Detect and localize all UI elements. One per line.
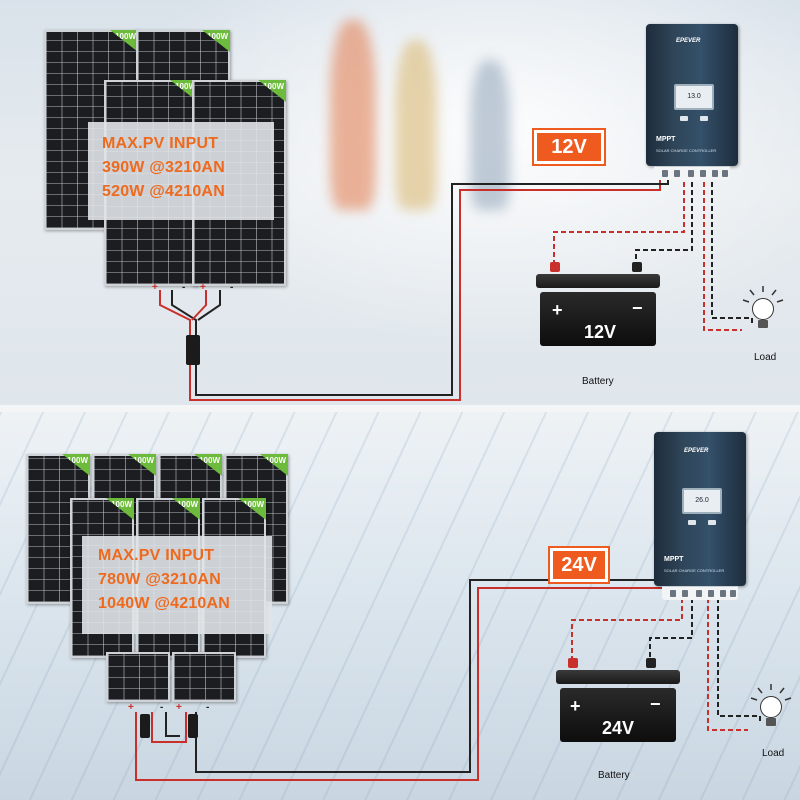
- pv-plus-label: +: [128, 702, 134, 713]
- battery-voltage-label: 12V: [583, 322, 617, 342]
- pv-minus-label: -: [230, 282, 234, 293]
- info-line: 390W @3210AN: [102, 159, 225, 176]
- info-line: 780W @3210AN: [98, 571, 221, 588]
- controller-button: [700, 116, 708, 121]
- controller-model: MPPT: [656, 136, 676, 143]
- battery-positive-terminal: [550, 262, 560, 272]
- light-rays-icon: [742, 286, 784, 303]
- mppt-charge-controller: EPEVER 13.0 MPPT SOLAR CHARGE CONTROLLER: [646, 24, 738, 180]
- controller-model: MPPT: [664, 556, 684, 563]
- battery-plus-symbol: +: [570, 696, 581, 716]
- pv-plus-label: +: [176, 702, 182, 713]
- battery-caption: Battery: [598, 770, 630, 781]
- pv-minus-label: -: [160, 702, 164, 713]
- battery-positive-terminal: [568, 658, 578, 668]
- pv-minus-label: -: [206, 702, 210, 713]
- lightbulb-icon: [752, 298, 774, 320]
- background-worker: [395, 40, 437, 210]
- system-voltage-badge: 24V: [548, 546, 610, 584]
- mppt-charge-controller: EPEVER 26.0 MPPT SOLAR CHARGE CONTROLLER: [654, 432, 746, 602]
- solar-panel: [172, 652, 236, 702]
- info-line: 1040W @4210AN: [98, 595, 231, 612]
- battery-24v: + − 24V: [556, 658, 680, 768]
- battery-voltage-label: 24V: [601, 718, 635, 738]
- controller-terminals: [654, 166, 730, 180]
- load-caption: Load: [754, 352, 777, 363]
- system-voltage-label: 12V: [537, 133, 601, 161]
- system-voltage-label: 24V: [553, 551, 605, 579]
- controller-subtitle: SOLAR CHARGE CONTROLLER: [656, 148, 717, 153]
- battery-12v: + − 12V: [536, 262, 660, 372]
- controller-brand: EPEVER: [676, 38, 701, 44]
- pv-minus-label: -: [182, 282, 186, 293]
- wiring-12v: [159, 172, 753, 401]
- lightbulb-icon: [760, 696, 782, 718]
- controller-button: [708, 520, 716, 525]
- controller-button: [688, 520, 696, 525]
- controller-button: [680, 116, 688, 121]
- solar-panel: [106, 652, 170, 702]
- info-title: MAX.PV INPUT: [102, 135, 219, 152]
- section-divider: [0, 405, 800, 412]
- pv-plus-label: +: [200, 282, 206, 293]
- max-pv-input-box: MAX.PV INPUT 390W @3210AN 520W @4210AN: [88, 122, 274, 220]
- pv-plus-label: +: [152, 282, 158, 293]
- system-voltage-badge: 12V: [532, 128, 606, 166]
- battery-negative-terminal: [646, 658, 656, 668]
- max-pv-input-box: MAX.PV INPUT 780W @3210AN 1040W @4210AN: [82, 536, 272, 634]
- battery-negative-terminal: [632, 262, 642, 272]
- info-title: MAX.PV INPUT: [98, 547, 215, 564]
- battery-minus-symbol: −: [650, 694, 661, 714]
- controller-terminals: [662, 586, 738, 600]
- lightbulb-base: [758, 320, 768, 328]
- battery-minus-symbol: −: [632, 298, 643, 318]
- system-24v-section: 100W 100W 100W 100W 100W 100W 100W MAX.P…: [0, 412, 800, 800]
- controller-subtitle: SOLAR CHARGE CONTROLLER: [664, 568, 725, 573]
- info-line: 520W @4210AN: [102, 183, 225, 200]
- controller-lcd: 13.0: [674, 84, 714, 110]
- controller-brand: EPEVER: [684, 448, 709, 454]
- load-caption: Load: [762, 748, 785, 759]
- system-12v-section: 100W 100W 100W 100W MAX.PV INPUT 390W @3…: [0, 0, 800, 405]
- lightbulb-base: [766, 718, 776, 726]
- battery-plus-symbol: +: [552, 300, 563, 320]
- battery-caption: Battery: [582, 376, 614, 387]
- light-rays-icon: [750, 684, 792, 701]
- background-worker: [330, 20, 376, 210]
- controller-lcd: 26.0: [682, 488, 722, 514]
